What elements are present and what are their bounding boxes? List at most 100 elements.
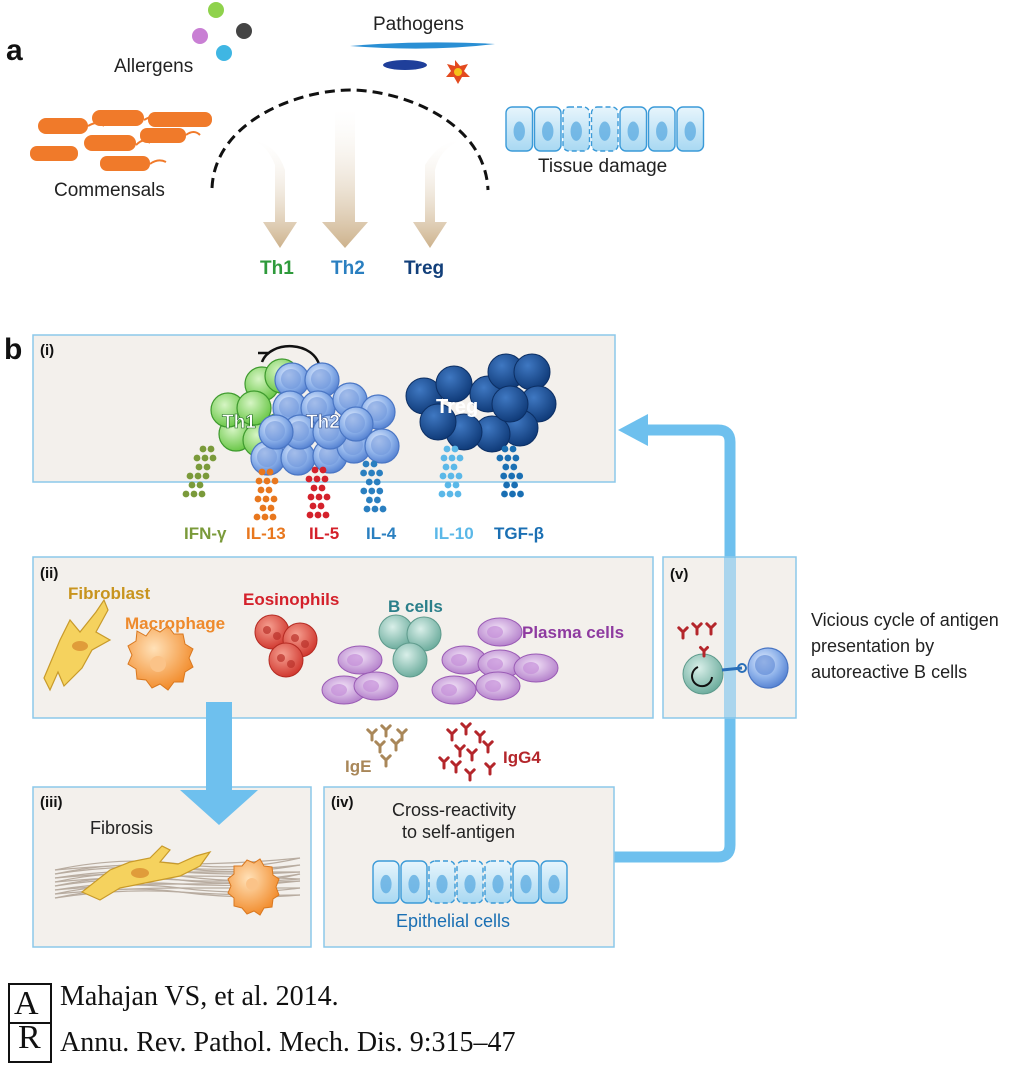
macrophage-ii [127,625,194,691]
eosinophil-granule [287,660,295,668]
th2-cells [250,362,400,476]
eosinophil [268,642,304,678]
surface-antibody [699,646,709,658]
cytokine-dot [315,493,323,501]
cytokine-dot [371,505,379,513]
cytokine-dot [365,478,373,486]
cytokine-dot [254,495,262,503]
cytokine-dot [362,460,370,468]
cytokine-il-13: IL-13 [246,524,286,543]
igg4-antibody [464,768,476,782]
cell-nucleus [627,121,639,141]
cytokine-dot [255,477,263,485]
cytokine-dot [440,454,448,462]
cytokine-dot [261,513,269,521]
ige-antibodies [366,724,408,768]
cytokine-dot [376,469,383,477]
cytokine-dot [317,502,325,510]
autoreactive-b-cell-v [682,647,789,695]
igg4-antibody [482,740,494,754]
th2-nucleus [311,369,331,389]
vicious-cycle-line3: autoreactive B cells [811,662,968,682]
igg4-antibody [474,730,486,744]
cytokine-dot [503,481,510,489]
cytokine-dot [203,463,211,471]
surface-antibody [691,622,703,636]
cytokine-dot [265,486,273,494]
igg4-antibody [450,760,462,774]
cytokine-dot [447,472,455,480]
cytokine-dot [370,460,378,468]
cytokine-dot [323,493,331,501]
cytokine-il-5: IL-5 [309,524,340,543]
cytokine-dot [271,477,279,485]
cytokine-dot [511,481,518,489]
annual-reviews-logo: A R [8,983,52,1063]
cytokine-dot [259,504,267,512]
vicious-cycle-line2: presentation by [811,636,935,656]
fibrosis-label: Fibrosis [90,818,154,838]
igg4-antibody [466,748,478,762]
th2-nucleus [257,447,277,467]
cytokine-dot [444,481,452,489]
cytokine-dot [360,469,367,477]
cytokine-dot [196,481,204,489]
cycle-arrowhead [618,414,648,446]
plasma-cell-nucleus [485,680,501,692]
cell-nucleus [513,121,525,141]
cytokine-dot [454,490,462,498]
cytokine-dots [182,445,524,521]
cytokine-il-4: IL-4 [366,524,397,543]
cytokine-dot [500,472,508,480]
panel-a [30,2,705,248]
cytokine-ifn-g: IFN-γ [184,524,227,543]
th2-nucleus [265,421,285,441]
plasma-cell-nucleus [451,654,467,666]
cytokine-dot [443,445,451,453]
cytokine-dot [509,445,517,453]
cytokine-dot [379,505,387,513]
cytokine-dot [311,466,319,474]
ige-antibody [380,754,392,768]
cytokine-dot [270,495,278,503]
panel-b-letter: b [4,333,23,366]
cytokine-dot [366,496,373,504]
cytokine-dot [448,454,456,462]
cytokine-dot [321,475,329,483]
cytokine-dot [442,463,450,471]
plasma-cell-nucleus [441,684,457,696]
macrophage-iii [227,858,280,916]
cytokine-dot [376,487,384,495]
plasma-cell-nucleus [331,684,347,696]
igg4-antibody [484,762,496,776]
panel-iv-tag: (iv) [331,794,354,811]
cytokine-dot [267,504,275,512]
cytokine-dot [305,475,313,483]
th2-nucleus [319,445,339,465]
cytokine-dot [368,487,376,495]
cytokine-dot [451,445,459,453]
cytokine-dot [314,511,322,519]
cytokine-dot [373,478,381,486]
cross-reactivity-line2: to self-antigen [402,822,516,842]
cell-nucleus [684,121,696,141]
plasma-cell-nucleus [523,662,539,674]
ige-antibody [366,728,378,742]
dashed-arc [210,88,490,191]
th2-nucleus [281,369,301,389]
cytokine-dot [309,502,317,510]
panel-b [32,334,797,948]
eosinophil-granule [291,634,299,642]
ige-antibody [390,738,402,752]
eosinophils-label: Eosinophils [243,590,340,609]
cytokine-dot [360,487,368,495]
cytokine-dot [512,454,520,462]
cell-nucleus [492,874,504,894]
b-cells-label: B cells [388,597,443,616]
treg-cell [513,353,551,391]
cytokine-dot [322,511,330,519]
igg4-antibody [460,722,472,736]
plasma-cell-nucleus [487,626,503,638]
igg4-antibody [446,728,458,742]
surface-antibody [705,622,717,636]
